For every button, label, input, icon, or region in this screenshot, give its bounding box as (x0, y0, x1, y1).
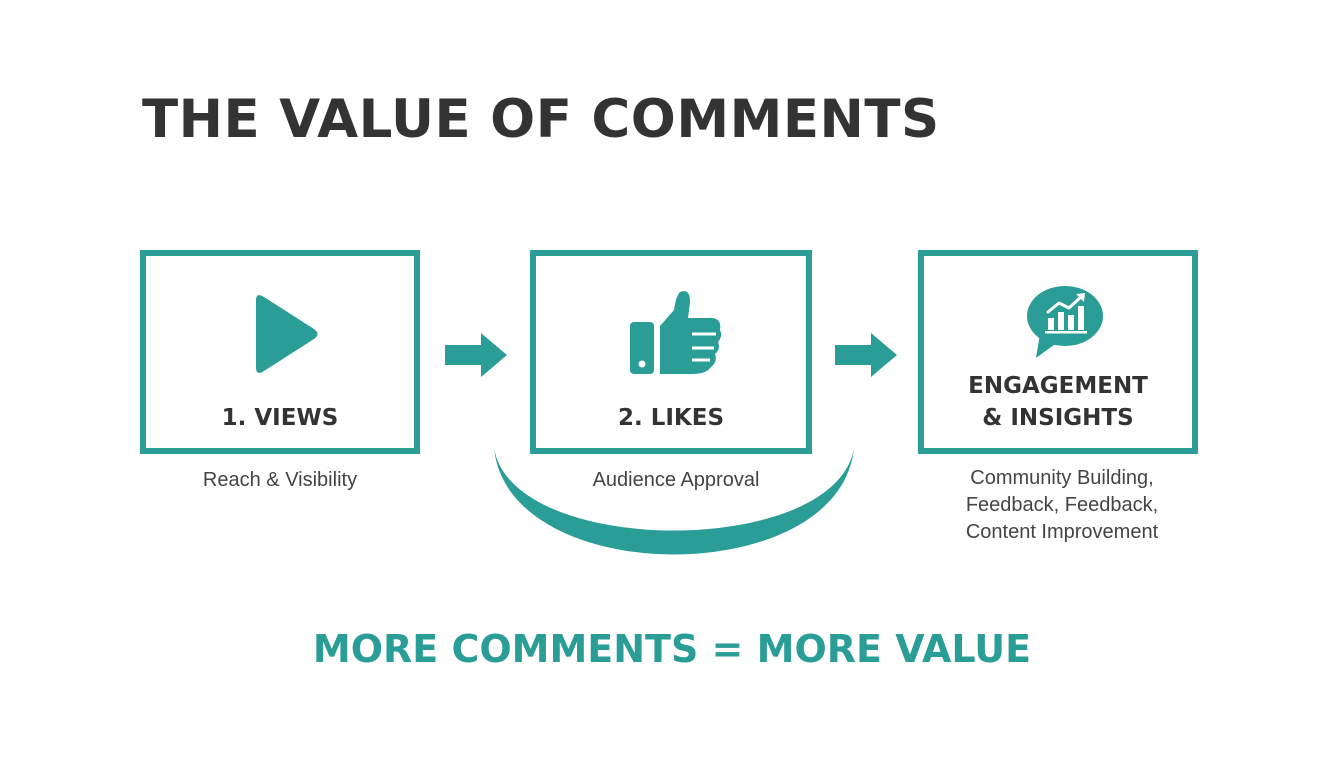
stage-label-line: & INSIGHTS (982, 405, 1134, 431)
page-title: THE VALUE OF COMMENTS (142, 89, 940, 150)
stage-engagement: ENGAGEMENT & INSIGHTS (918, 250, 1198, 454)
stage-views: 1. VIEWS (140, 250, 420, 454)
arrow-right-icon (445, 333, 507, 377)
caption-views: Reach & Visibility (202, 469, 358, 491)
tagline: MORE COMMENTS = MORE VALUE (312, 627, 1032, 671)
stage-label-engagement: ENGAGEMENT & INSIGHTS (924, 370, 1192, 434)
caption-likes: Audience Approval (592, 469, 760, 491)
chat-chart-icon (1027, 286, 1103, 358)
stage-label-views: 1. VIEWS (221, 405, 339, 431)
stage-likes: 2. LIKES (530, 250, 812, 454)
caption-line: Community Building, (970, 467, 1154, 489)
caption-line: Feedback, Feedback, (965, 494, 1159, 516)
stage-label-likes: 2. LIKES (617, 405, 725, 431)
play-icon (256, 295, 318, 373)
connector-arc (494, 448, 854, 555)
thumbs-up-icon (630, 291, 722, 374)
arrow-right-icon (835, 333, 897, 377)
caption-line: Content Improvement (965, 521, 1159, 543)
caption-engagement: Community Building, Feedback, Feedback, … (912, 465, 1212, 546)
stage-label-line: ENGAGEMENT (968, 373, 1148, 399)
